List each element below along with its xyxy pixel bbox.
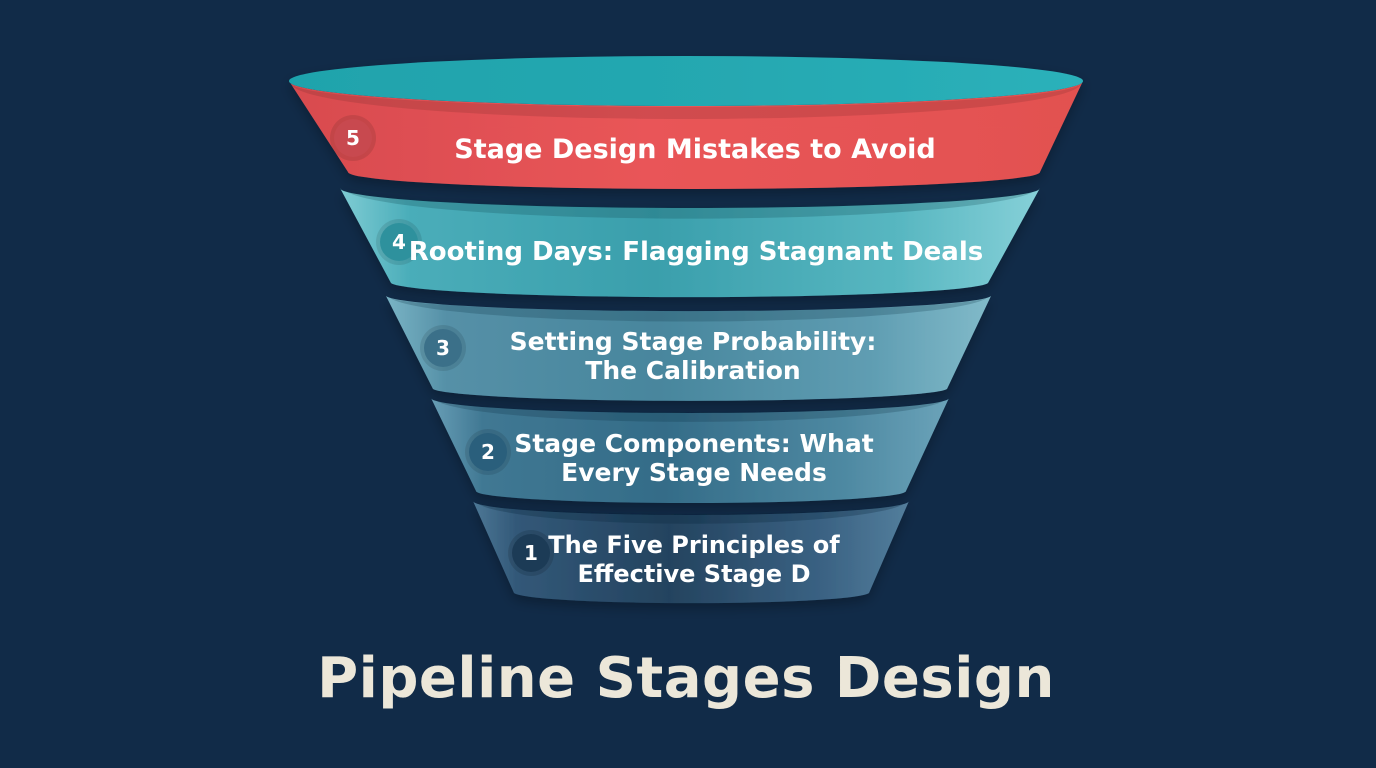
stage-2-label-line1: Stage Components: What	[514, 429, 873, 458]
stage-1-inner-lip-shadow	[477, 503, 905, 524]
stage-2-inner-lip-shadow	[435, 400, 945, 422]
stage-3-label-line1: Setting Stage Probability:	[510, 327, 877, 356]
funnel-stage-4: 4 Rooting Days: Flagging Stagnant Deals	[340, 188, 1040, 298]
funnel-stage-5: 5 Stage Design Mistakes to Avoid	[289, 56, 1083, 189]
stage-5-inner-lip-shadow	[291, 83, 1081, 119]
stage-2-badge-number: 2	[481, 440, 495, 464]
stage-3-label-line2: The Calibration	[585, 356, 800, 385]
stage-1-label-line1: The Five Principles of	[548, 531, 840, 559]
stage-2-badge	[469, 433, 507, 471]
stage-3-band	[386, 296, 991, 401]
stage-3-inner-lip-shadow	[390, 298, 987, 322]
stage-5-label: Stage Design Mistakes to Avoid	[454, 134, 935, 165]
stage-1-label-line2: Effective Stage D	[577, 560, 810, 588]
stage-3-badge-number: 3	[436, 336, 450, 360]
stage-1-badge	[512, 534, 550, 572]
stage-4-label: Rooting Days: Flagging Stagnant Deals	[409, 237, 984, 267]
stage-3-badge	[424, 329, 462, 367]
funnel-stage-1: 1 The Five Principles of Effective Stage…	[473, 501, 909, 604]
stage-4-inner-lip-shadow	[344, 190, 1036, 219]
funnel-stage-3: 3 Setting Stage Probability: The Calibra…	[386, 296, 991, 401]
stage-1-badge-number: 1	[524, 541, 538, 565]
stage-1-band	[473, 501, 909, 604]
stage-4-badge-number: 4	[392, 230, 406, 254]
page-title: Pipeline Stages Design	[317, 646, 1055, 711]
stage-2-band	[431, 398, 949, 503]
stage-5-badge	[334, 119, 372, 157]
stage-4-band	[340, 188, 1040, 298]
funnel-stage-2: 2 Stage Components: What Every Stage Nee…	[431, 398, 949, 503]
funnel-rim	[289, 56, 1083, 106]
stage-2-label-line2: Every Stage Needs	[561, 458, 827, 487]
stage-5-badge-number: 5	[346, 126, 360, 150]
stage-4-badge	[380, 223, 418, 261]
